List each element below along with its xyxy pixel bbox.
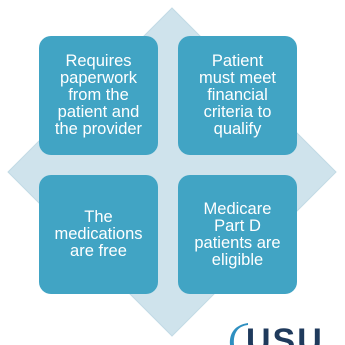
quadrant-line: from the (68, 86, 129, 104)
quadrant-text: Medicare Part D patients are eligible (194, 199, 281, 269)
quadrant-line: eligible (211, 250, 264, 269)
quadrant-line: Patient (211, 52, 264, 70)
quadrant-text: Patient must meet financial criteria to … (199, 53, 276, 138)
quadrant-text: Requires paperwork from the patient and … (55, 53, 142, 138)
quadrant-line: financial (207, 86, 268, 104)
quadrant-medicare-eligible: Medicare Part D patients are eligible (178, 175, 297, 294)
logo: USU (228, 322, 345, 345)
logo-text: USU (246, 322, 324, 345)
quadrant-line: The (84, 208, 113, 226)
quadrant-line: must meet (198, 69, 277, 87)
quadrant-line: medications (54, 225, 143, 243)
quadrant-line: Requires (65, 52, 132, 70)
quadrant-line: paperwork (59, 69, 138, 87)
quadrant-line: Part D (214, 216, 261, 235)
quadrant-line: criteria to (203, 103, 272, 121)
quadrant-line: patients are (194, 233, 281, 252)
logo-swoosh-icon (229, 323, 248, 345)
quadrant-line: Medicare (203, 199, 272, 218)
quadrant-text: The medications are free (54, 209, 142, 260)
quadrant-financial-criteria: Patient must meet financial criteria to … (178, 36, 297, 155)
quadrant-line: qualify (213, 120, 262, 138)
quadrant-paperwork: Requires paperwork from the patient and … (39, 36, 158, 155)
quadrant-medications-free: The medications are free (39, 175, 158, 294)
quadrant-line: are free (70, 242, 127, 260)
quadrant-line: patient and (57, 103, 140, 121)
quadrant-line: the provider (54, 120, 143, 138)
